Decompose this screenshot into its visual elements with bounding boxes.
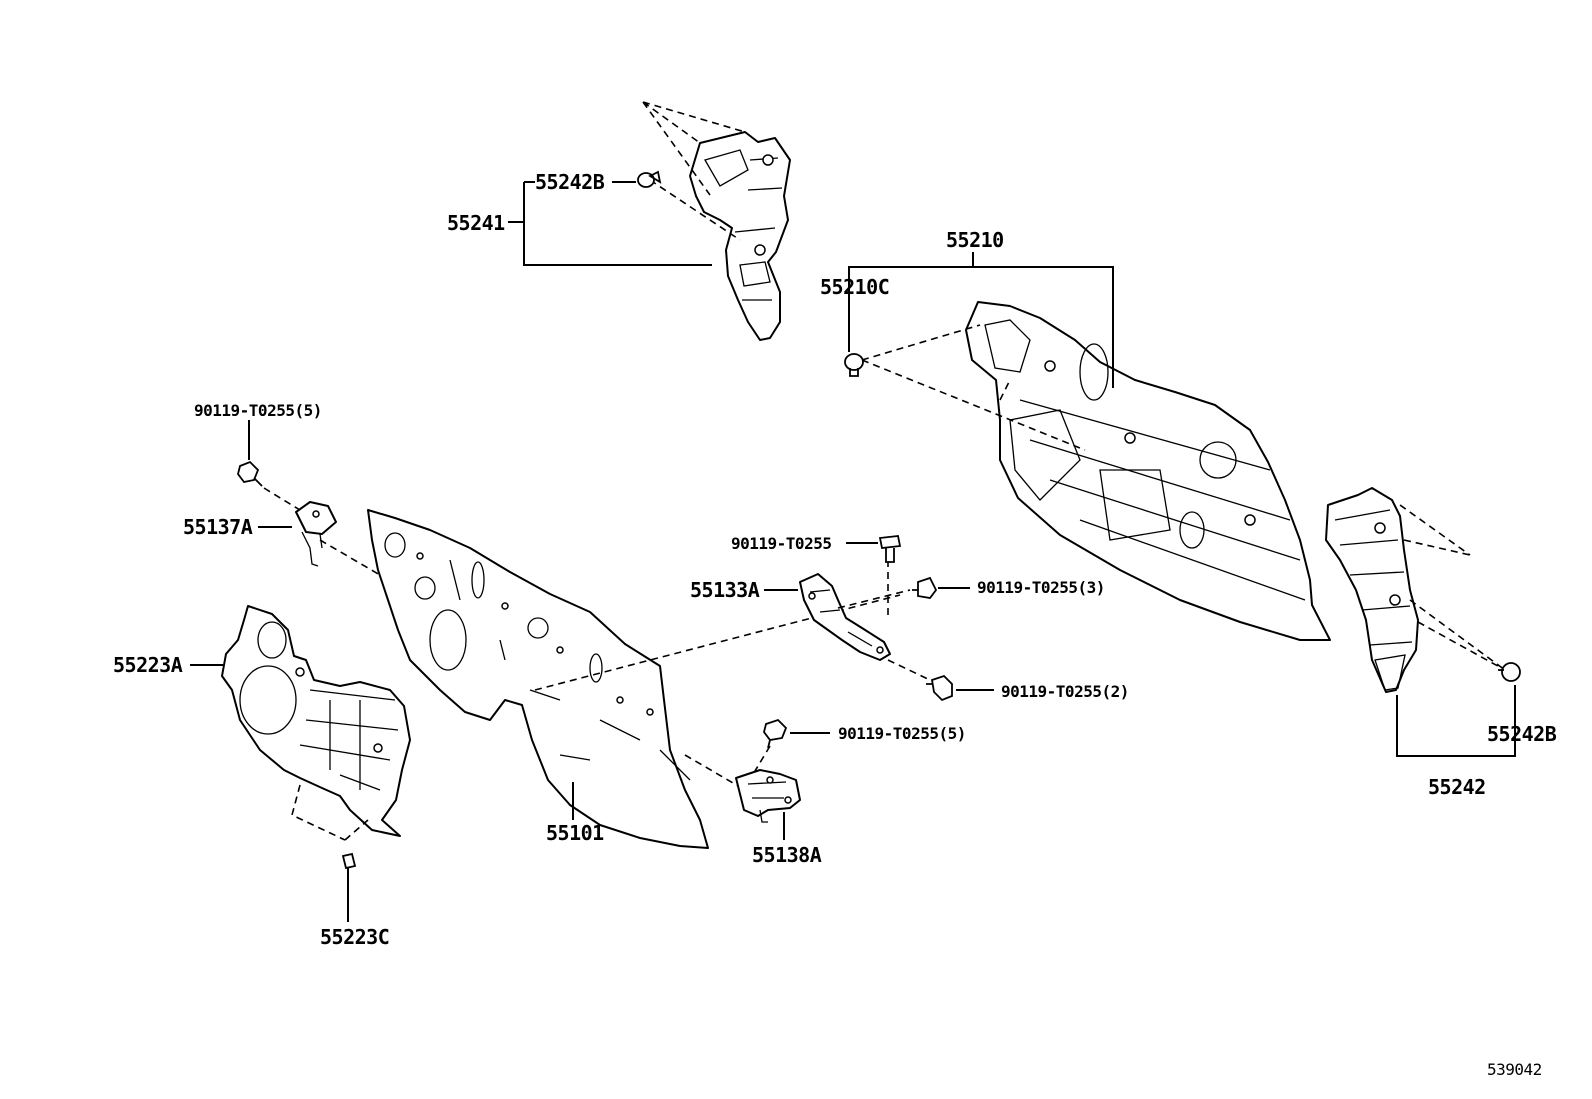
label-55137A: 55137A [183,515,253,539]
label-90119-T0255-2: 90119-T0255(2) [1001,682,1129,701]
callout-55241: 55241 55242B [447,170,712,266]
part-55241 [637,101,791,341]
label-55242B-top: 55242B [535,170,605,194]
part-55133A [799,560,931,681]
fastener-90119-c: 90119-T0255(3) [912,576,1105,599]
part-55242 [1325,487,1521,693]
label-55210: 55210 [946,228,1004,252]
label-55242: 55242 [1428,775,1486,799]
part-55138A [735,769,801,823]
label-55138A: 55138A [752,843,822,867]
callout-55137A: 55137A [183,515,292,539]
fastener-90119-a: 90119-T0255(5) [194,401,322,511]
diagram-reference-number: 539042 [1487,1060,1542,1079]
label-90119-T0255-3: 90119-T0255(3) [977,578,1105,597]
fastener-90119-e: 90119-T0255(5) [751,718,966,777]
callout-55210: 55210 55210C [820,228,1114,388]
callout-55101: 55101 [546,782,605,845]
part-55223A [221,605,411,841]
callout-55242: 55242B 55242 [1396,685,1557,799]
callout-55138A: 55138A [752,812,822,867]
label-90119-T0255-5-top: 90119-T0255(5) [194,401,322,420]
label-55242B-right: 55242B [1487,722,1557,746]
label-90119-T0255-5-lower: 90119-T0255(5) [838,724,966,743]
label-55223C: 55223C [320,925,389,949]
callout-55223A: 55223A [113,653,224,677]
label-90119-T0255-center: 90119-T0255 [731,534,831,553]
part-55101 [319,509,901,849]
label-55210C: 55210C [820,275,889,299]
label-55241: 55241 [447,211,505,235]
fastener-90119-d: 90119-T0255(2) [926,674,1129,702]
fastener-90119-b: 90119-T0255 [731,534,902,563]
label-55133A: 55133A [690,578,760,602]
callout-55133A: 55133A [690,578,798,602]
part-55210 [844,301,1331,641]
label-55101: 55101 [546,821,604,845]
part-55223C: 55223C [320,852,390,949]
part-55137A [295,501,337,567]
label-55223A: 55223A [113,653,183,677]
